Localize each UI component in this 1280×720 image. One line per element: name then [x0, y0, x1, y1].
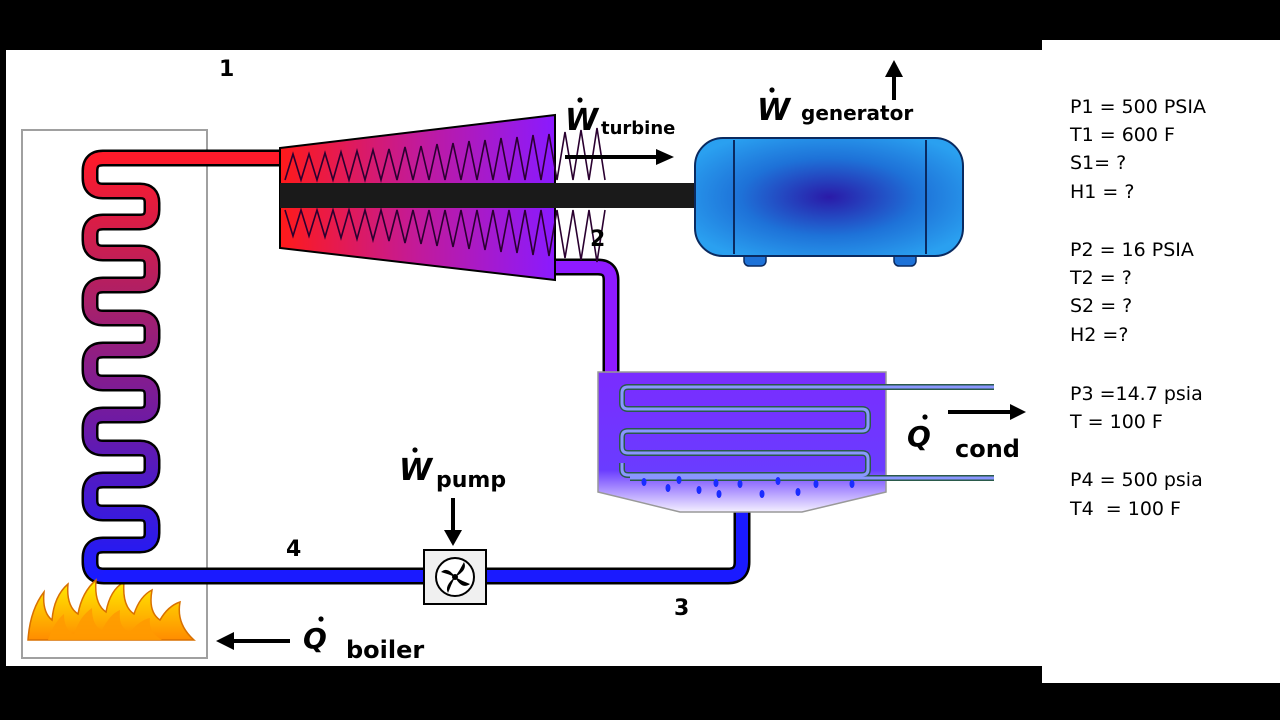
condition-t1: T1 = 600 F [1069, 124, 1175, 146]
condition-s1: S1= ? [1070, 152, 1126, 174]
pump-work-label: W pump [399, 447, 506, 493]
state-conditions: P1 = 500 PSIA T1 = 600 F S1= ? H1 = ? P2… [1069, 96, 1206, 520]
condition-t4: T4 = 100 F [1069, 498, 1181, 520]
pump-impeller-icon [441, 562, 470, 593]
condenser [597, 371, 994, 513]
condensate-droplets [641, 476, 855, 498]
bottom-black-bar [0, 683, 1280, 720]
top-black-bar [0, 0, 1280, 40]
boiler-heat-label: Q boiler [303, 616, 424, 664]
state-label-1: 1 [219, 57, 234, 82]
turbine-work-label: W turbine [565, 97, 675, 139]
turbine-shaft [280, 183, 698, 208]
condition-t3: T = 100 F [1069, 411, 1163, 433]
state-label-2: 2 [590, 227, 605, 252]
svg-text:turbine: turbine [601, 118, 675, 139]
condition-p2: P2 = 16 PSIA [1070, 239, 1194, 261]
svg-text:generator: generator [801, 101, 913, 125]
arrows [216, 60, 1026, 650]
condition-p3: P3 =14.7 psia [1070, 383, 1203, 405]
condition-s2: S2 = ? [1070, 295, 1132, 317]
condenser-heat-label: Q cond [907, 414, 1020, 463]
svg-text:W: W [399, 453, 434, 488]
svg-text:Q: Q [303, 622, 327, 655]
condition-t2: T2 = ? [1069, 267, 1132, 289]
svg-text:boiler: boiler [346, 636, 424, 664]
boiler-enclosure [21, 129, 208, 659]
state-label-3: 3 [674, 596, 689, 621]
condition-h2: H2 =? [1070, 324, 1128, 346]
generator-work-label: W generator [757, 87, 913, 128]
svg-text:cond: cond [955, 435, 1020, 463]
conditions-panel [1042, 40, 1280, 683]
condition-p1: P1 = 500 PSIA [1070, 96, 1206, 118]
condition-p4: P4 = 500 psia [1070, 469, 1203, 491]
pump [423, 549, 487, 605]
svg-text:Q: Q [907, 420, 931, 453]
svg-text:pump: pump [436, 468, 506, 493]
svg-text:W: W [757, 93, 792, 128]
boiler-flames [27, 578, 196, 641]
condition-h1: H1 = ? [1070, 181, 1134, 203]
state-label-4: 4 [286, 537, 301, 562]
svg-text:W: W [565, 103, 600, 138]
generator [694, 137, 964, 267]
